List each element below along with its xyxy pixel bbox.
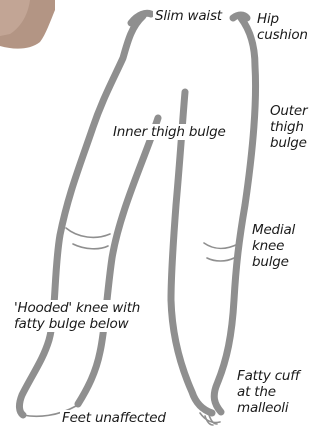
right-leg-outer-line	[214, 18, 255, 412]
outer-thigh-bulge-label: Outer thigh bulge	[270, 103, 307, 151]
inner-leg-line	[171, 92, 212, 413]
left-knee-fold-2	[73, 244, 108, 249]
waist-right-mark	[233, 15, 247, 18]
right-knee-fold-2	[207, 258, 234, 261]
right-knee-fold	[204, 243, 238, 248]
slim-waist-label: Slim waist	[153, 8, 224, 24]
inner-thigh-bulge-label: Inner thigh bulge	[111, 124, 228, 140]
left-leg-inner-line	[78, 118, 158, 404]
fatty-cuff-label: Fatty cuff at the malleoli	[235, 368, 301, 416]
feet-unaffected-label: Feet unaffected	[60, 410, 168, 426]
left-knee-fold	[66, 228, 110, 237]
medial-knee-bulge-label: Medial knee bulge	[250, 222, 297, 270]
hooded-knee-label: 'Hooded' knee with fatty bulge below	[12, 300, 142, 332]
hip-cushion-label: Hip cushion	[257, 11, 308, 43]
